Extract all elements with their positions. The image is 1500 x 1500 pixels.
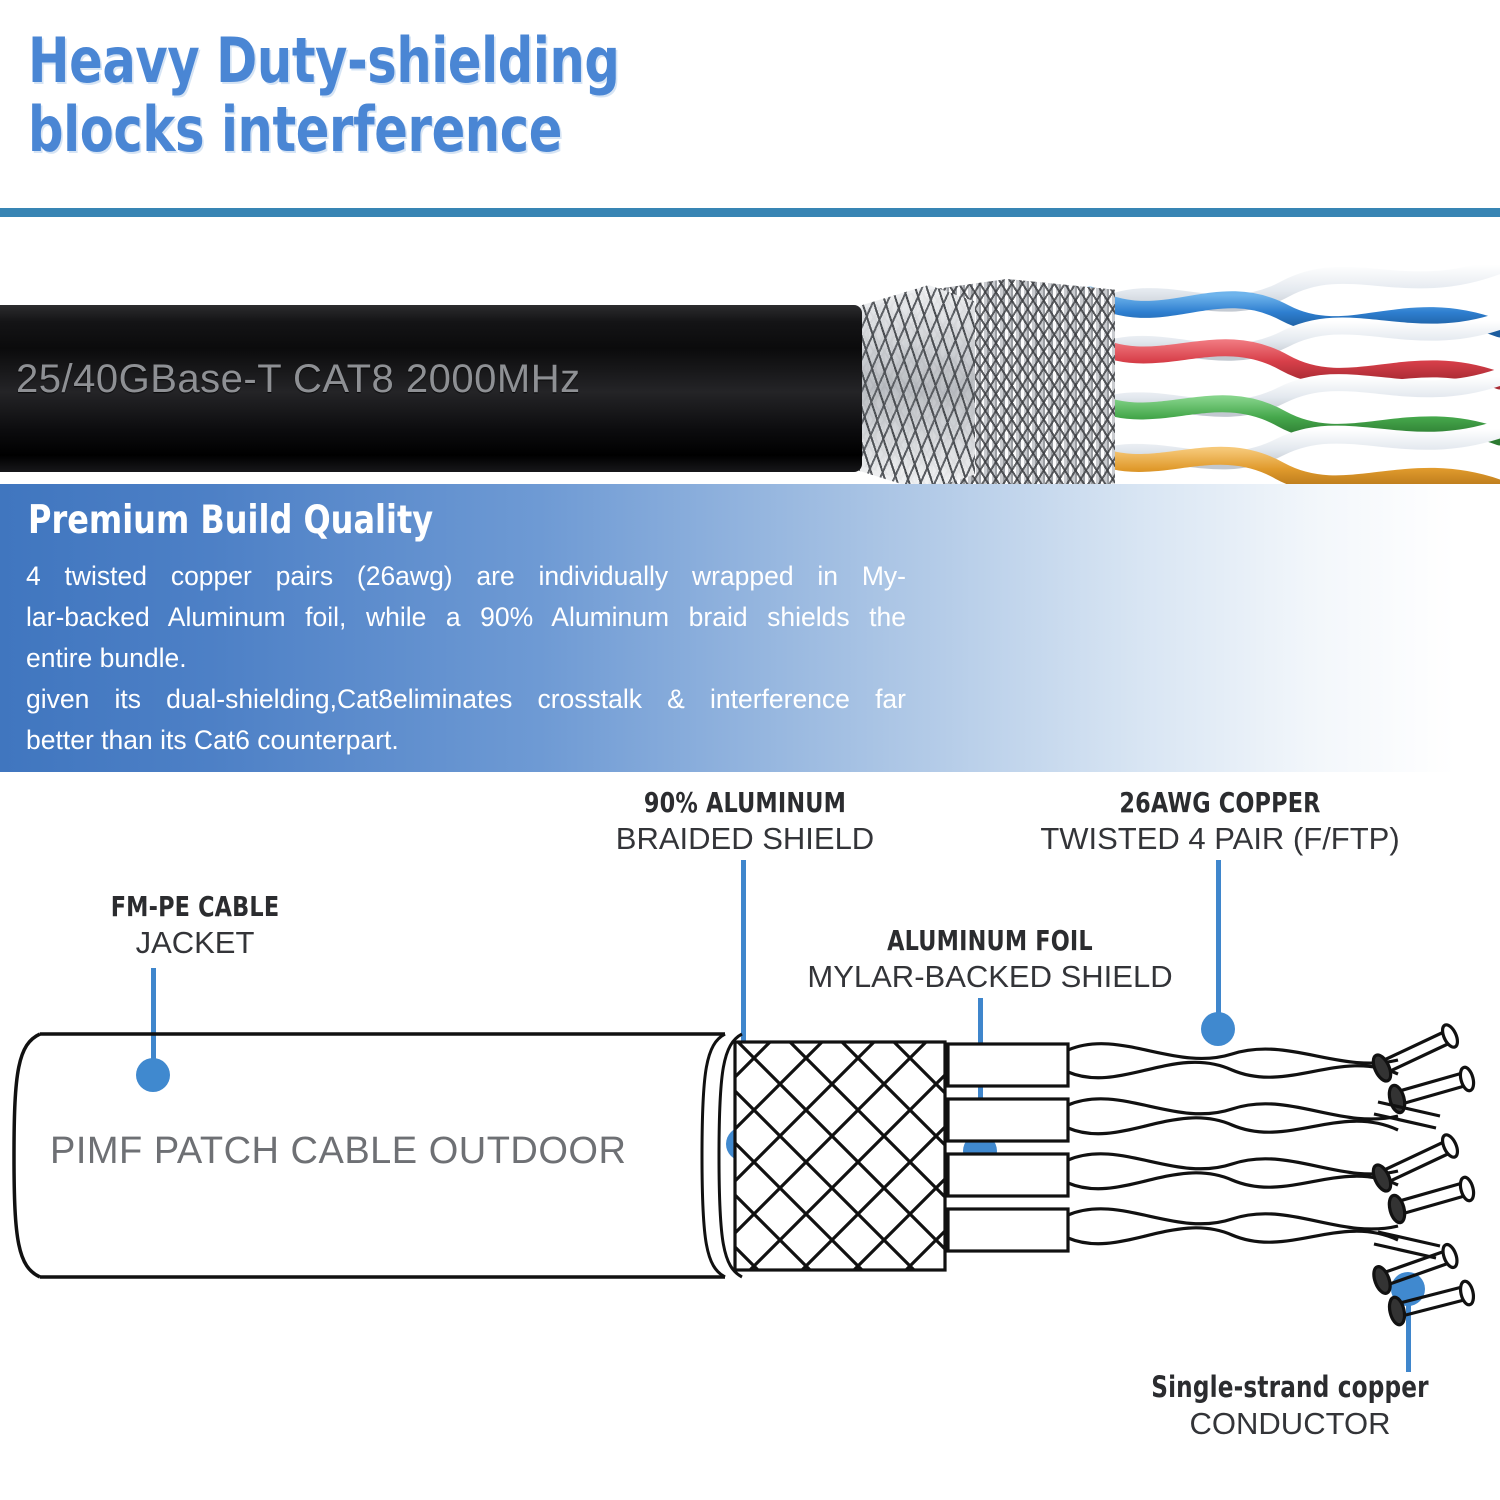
callout-aluminum-foil-shield: ALUMINUM FOIL MYLAR-BACKED SHIELD (740, 924, 1240, 995)
art-conductor-tips (1371, 1023, 1476, 1327)
callout-fm-pe-cable-jacket: FM-PE CABLE JACKET (0, 890, 390, 961)
callout-line-2: TWISTED 4 PAIR (F/FTP) (1040, 821, 1400, 856)
leader-dot-copper (1201, 1012, 1235, 1046)
page-title: Heavy Duty-shielding blocks interference (28, 24, 620, 167)
art-jacket-cut-face (700, 1032, 743, 1279)
product-photo: 25/40GBase-T CAT8 2000MHz (0, 217, 1500, 484)
callout-line-1: 90% ALUMINUM (643, 786, 847, 819)
callout-line-2: CONDUCTOR (1189, 1406, 1391, 1441)
panel-heading: Premium Build Quality (28, 498, 434, 543)
art-twisted-pairs (1067, 1042, 1399, 1246)
pair-blue (1081, 256, 1500, 338)
premium-build-panel: Premium Build Quality 4 twisted copper p… (0, 484, 1500, 772)
leader-line-jacket (151, 968, 156, 1070)
panel-line-2: lar-backed Aluminum foil, while a 90% Al… (26, 602, 906, 632)
header-divider (0, 208, 1500, 217)
braid-loose-strands (857, 285, 975, 484)
callout-line-1: FM-PE CABLE (110, 890, 280, 923)
callout-line-1: ALUMINUM FOIL (887, 924, 1093, 957)
art-foil-bands (946, 1042, 1070, 1253)
leader-line-braid (741, 860, 746, 1140)
art-jacket (12, 1032, 725, 1279)
callout-line-2: BRAIDED SHIELD (615, 821, 875, 856)
leader-dot-jacket (136, 1058, 170, 1092)
callout-line-1: Single-strand copper (1151, 1370, 1429, 1404)
panel-line-3: entire bundle. (26, 643, 187, 673)
pair-red (1079, 312, 1500, 390)
panel-line-4: given its dual-shielding,Cat8eliminates … (26, 684, 906, 714)
leader-line-conductor (1406, 1294, 1411, 1372)
cable-cross-section-art (12, 1023, 1476, 1327)
pair-green (1077, 368, 1500, 446)
diagram-jacket-print: PIMF PATCH CABLE OUTDOOR (50, 1130, 627, 1172)
panel-body: 4 twisted copper pairs (26awg) are indiv… (26, 556, 906, 761)
panel-line-5: better than its Cat6 counterpart. (26, 725, 399, 755)
callout-line-1: 26AWG COPPER (1119, 786, 1321, 819)
callout-line-2: MYLAR-BACKED SHIELD (807, 959, 1173, 994)
twisted-pairs-photo (1075, 256, 1500, 484)
leader-line-copper (1216, 860, 1221, 1032)
callout-line-2: JACKET (135, 925, 255, 960)
callout-single-strand-conductor: Single-strand copper CONDUCTOR (1090, 1370, 1490, 1442)
callout-aluminum-braided-shield: 90% ALUMINUM BRAIDED SHIELD (520, 786, 970, 857)
art-braid-shield (733, 1040, 947, 1272)
panel-line-1: 4 twisted copper pairs (26awg) are indiv… (26, 561, 906, 591)
jacket-print-text: 25/40GBase-T CAT8 2000MHz (16, 357, 581, 401)
cable-jacket-photo: 25/40GBase-T CAT8 2000MHz (0, 305, 862, 472)
cable-construction-diagram: FM-PE CABLE JACKET 90% ALUMINUM BRAIDED … (0, 772, 1500, 1500)
pair-orange (1075, 420, 1500, 484)
callout-copper-twisted-pairs: 26AWG COPPER TWISTED 4 PAIR (F/FTP) (990, 786, 1450, 857)
